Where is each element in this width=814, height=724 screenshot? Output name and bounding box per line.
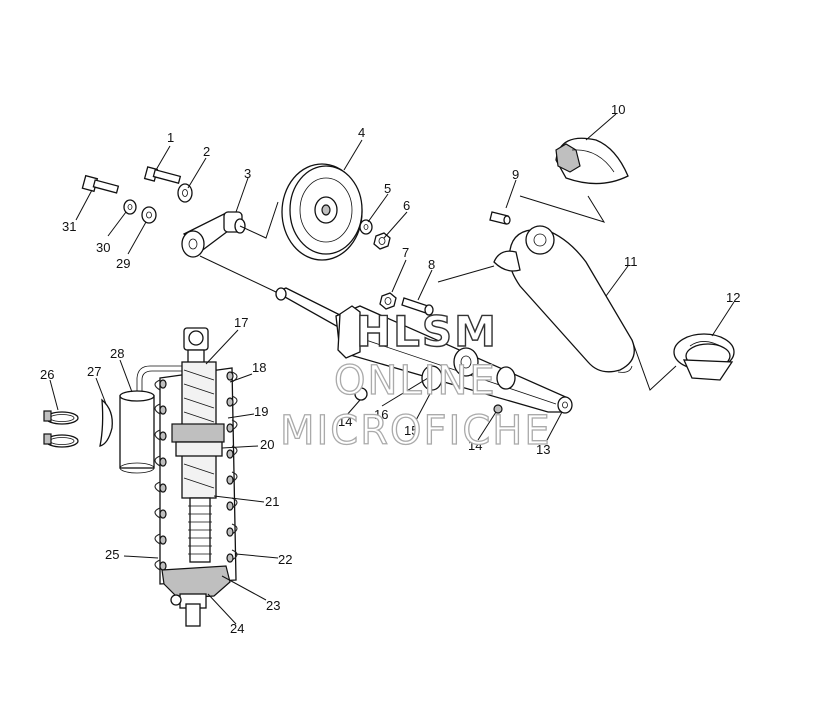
callout-1: 1 — [167, 130, 174, 145]
callout-17: 17 — [234, 315, 248, 330]
callout-31: 31 — [62, 219, 76, 234]
shock-absorber — [154, 327, 238, 627]
part-29-washer — [141, 206, 157, 224]
callout-7: 7 — [402, 245, 409, 260]
callout-10: 10 — [611, 102, 625, 117]
part-27-ring — [99, 398, 113, 447]
rail-arm-assembly — [274, 287, 573, 414]
callout-4: 4 — [358, 125, 365, 140]
callout-16: 16 — [374, 407, 388, 422]
callout-20: 20 — [260, 437, 274, 452]
callout-30: 30 — [96, 240, 110, 255]
callout-14-right: 14 — [468, 438, 482, 453]
callout-3: 3 — [244, 166, 251, 181]
part-7-nut — [379, 292, 397, 310]
part-4-idler-wheel — [281, 163, 363, 261]
callout-13: 13 — [536, 442, 550, 457]
callout-28: 28 — [110, 346, 124, 361]
assembly-lines — [199, 195, 677, 391]
watermark-line-3: MICROFICHE — [280, 408, 552, 454]
part-3-idler-arm — [181, 211, 246, 258]
part-12-cap — [673, 333, 735, 381]
part-26-clamps — [43, 410, 79, 448]
callouts: 1 2 3 4 5 6 7 8 9 10 11 12 13 14 14 15 1… — [40, 102, 740, 636]
part-28-reservoir — [119, 365, 186, 474]
part-2-washer — [177, 183, 193, 203]
part-10-boot — [555, 137, 629, 185]
part-1-bolt — [143, 166, 182, 185]
callout-15: 15 — [404, 423, 418, 438]
callout-11: 11 — [624, 254, 638, 269]
callout-27: 27 — [87, 364, 101, 379]
callout-19: 19 — [254, 404, 268, 419]
callout-29: 29 — [116, 256, 130, 271]
part-6-nut — [373, 232, 391, 250]
part-9-pin — [489, 211, 511, 225]
callout-14-left: 14 — [338, 414, 352, 429]
callout-21: 21 — [265, 494, 279, 509]
part-11-sleeve — [493, 225, 635, 373]
callout-6: 6 — [403, 198, 410, 213]
callout-2: 2 — [203, 144, 210, 159]
watermark-line-1: HLSM — [356, 307, 498, 356]
callout-22: 22 — [278, 552, 292, 567]
part-30-washer — [123, 199, 137, 215]
callout-24: 24 — [230, 621, 244, 636]
callout-8: 8 — [428, 257, 435, 272]
callout-26: 26 — [40, 367, 54, 382]
callout-18: 18 — [252, 360, 266, 375]
part-14-nut-right — [493, 404, 503, 414]
part-14-nut-left — [354, 387, 368, 401]
part-5-washer — [359, 219, 373, 235]
callout-25: 25 — [105, 547, 119, 562]
callout-5: 5 — [384, 181, 391, 196]
callout-23: 23 — [266, 598, 280, 613]
callout-9: 9 — [512, 167, 519, 182]
watermark: HLSM ONLINE MICROFICHE — [279, 306, 552, 454]
part-8-bolt — [401, 297, 434, 316]
leader-lines — [49, 113, 735, 625]
watermark-line-2: ONLINE — [334, 358, 497, 404]
part-31-bolt — [81, 174, 120, 194]
callout-12: 12 — [726, 290, 740, 305]
